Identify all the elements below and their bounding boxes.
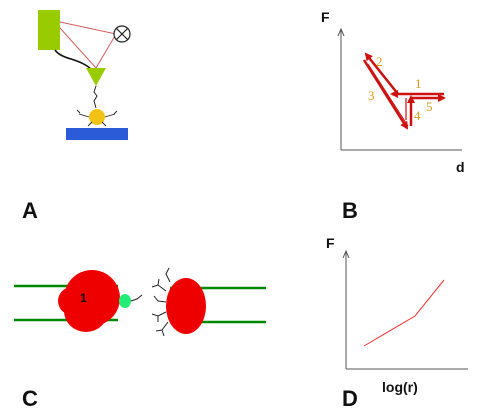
- panel-label-b: B: [342, 198, 358, 223]
- panel-label-a: A: [22, 198, 38, 223]
- arrow-step-3: [362, 59, 409, 130]
- axis-label-f-d: F: [326, 235, 335, 251]
- contact-point: [119, 294, 131, 308]
- panel-d: F log(r) D: [326, 235, 468, 411]
- step-number-5: 5: [426, 99, 433, 114]
- panel-c: 1 C: [14, 267, 266, 411]
- laser-beam-reference: [59, 21, 117, 35]
- receptor-chains: [130, 267, 171, 337]
- step-number-4: 4: [414, 108, 421, 123]
- force-curve-arrows: [362, 52, 446, 130]
- curve-trace: [367, 63, 409, 127]
- step-number-1: 1: [415, 76, 422, 91]
- axis-label-d-b: d: [456, 159, 465, 175]
- step-number-2: 2: [376, 54, 383, 69]
- cantilever-cable: [54, 49, 93, 71]
- panel-label-c: C: [22, 386, 38, 411]
- laser-beam-reflected: [95, 33, 117, 69]
- axis-label-logr-d: log(r): [382, 379, 418, 395]
- force-vs-logr-curve: [363, 279, 445, 347]
- panel-label-d: D: [342, 386, 358, 411]
- laser-source: [38, 10, 60, 50]
- cell-1: [58, 270, 120, 332]
- bead: [89, 109, 105, 125]
- substrate: [66, 128, 128, 140]
- cell-2: [166, 278, 206, 334]
- photodetector-icon: [113, 25, 131, 43]
- panel-b: F d 2 1 3 5 4 B: [321, 9, 465, 223]
- cell-number: 1: [80, 291, 87, 305]
- tether: [93, 85, 98, 109]
- panel-a: A: [22, 10, 131, 223]
- laser-beam-incident: [59, 27, 97, 69]
- step-number-3: 3: [368, 88, 375, 103]
- arrow-step-2: [364, 52, 399, 95]
- bead-receptors: [76, 109, 118, 127]
- axis-label-f-b: F: [321, 9, 330, 25]
- cantilever-tip: [86, 68, 106, 86]
